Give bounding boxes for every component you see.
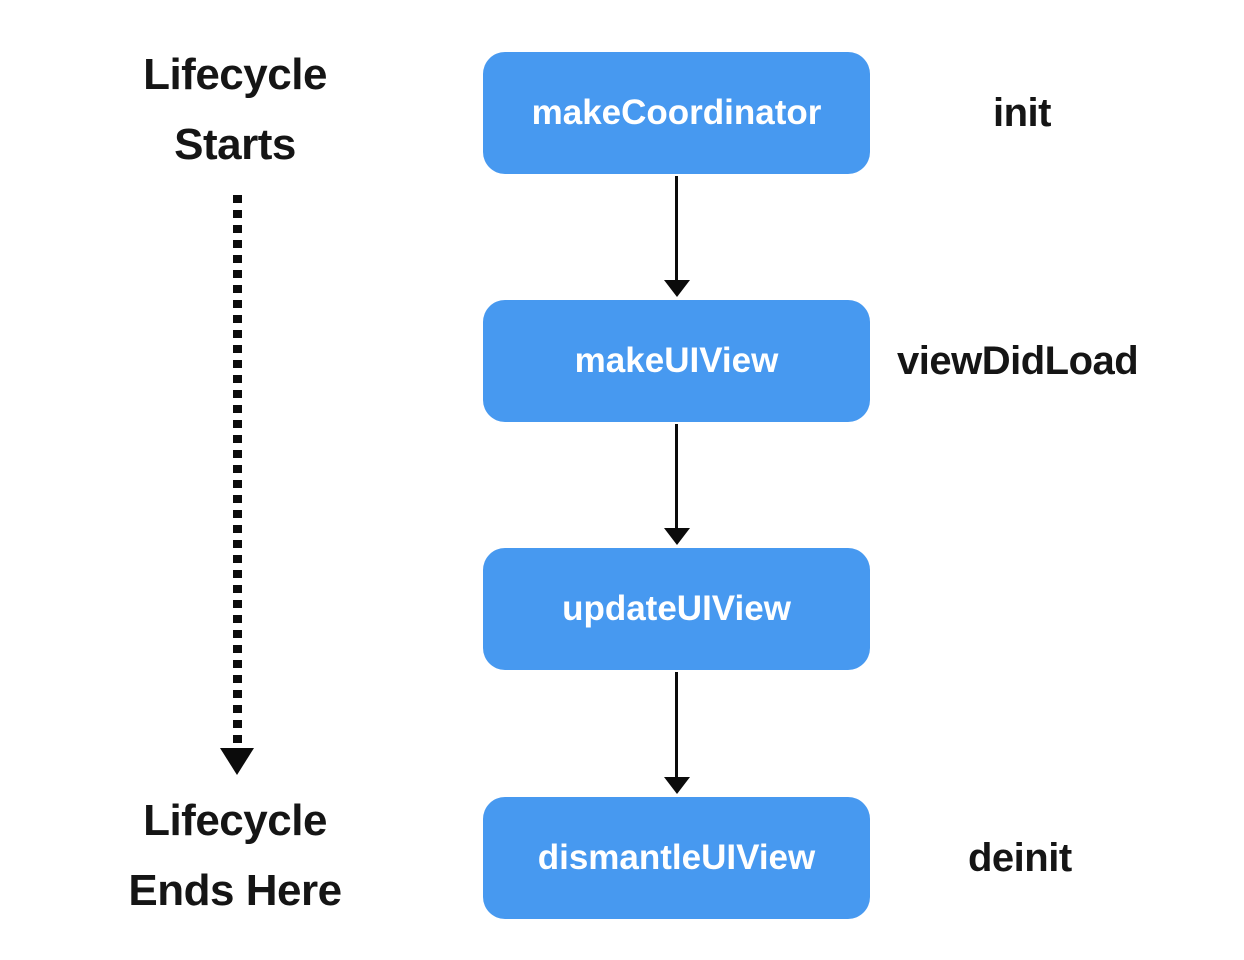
lifecycle-ends-line1: Lifecycle	[143, 796, 327, 845]
lifecycle-starts-line1: Lifecycle	[143, 50, 327, 99]
arrow-down-icon	[220, 748, 254, 775]
annotation-viewdidload: viewDidLoad	[897, 338, 1139, 383]
annotation-init: init	[993, 90, 1051, 135]
node-dismantleuiview: dismantleUIView	[483, 797, 870, 919]
node-makecoordinator-label: makeCoordinator	[531, 93, 822, 132]
annotation-deinit: deinit	[968, 835, 1072, 880]
connector-arrow-3	[663, 672, 690, 794]
node-dismantleuiview-label: dismantleUIView	[537, 838, 816, 877]
connector-arrow-2	[663, 424, 690, 545]
node-updateuiview: updateUIView	[483, 548, 870, 670]
connector-arrow-1	[663, 176, 690, 297]
node-updateuiview-label: updateUIView	[562, 589, 791, 628]
arrow-down-icon	[663, 777, 690, 794]
node-makecoordinator: makeCoordinator	[483, 52, 870, 174]
lifecycle-ends-label: Lifecycle Ends Here	[55, 786, 415, 926]
node-makeuiview-label: makeUIView	[574, 341, 779, 380]
connector-line	[675, 176, 678, 280]
lifecycle-starts-label: Lifecycle Starts	[55, 40, 415, 180]
arrow-down-icon	[663, 280, 690, 297]
node-makeuiview: makeUIView	[483, 300, 870, 422]
arrow-down-icon	[663, 528, 690, 545]
connector-line	[675, 424, 678, 528]
lifecycle-starts-line2: Starts	[174, 120, 296, 169]
dotted-line	[232, 195, 242, 745]
connector-line	[675, 672, 678, 777]
lifecycle-ends-line2: Ends Here	[128, 866, 342, 915]
lifecycle-dotted-arrow	[219, 195, 255, 775]
